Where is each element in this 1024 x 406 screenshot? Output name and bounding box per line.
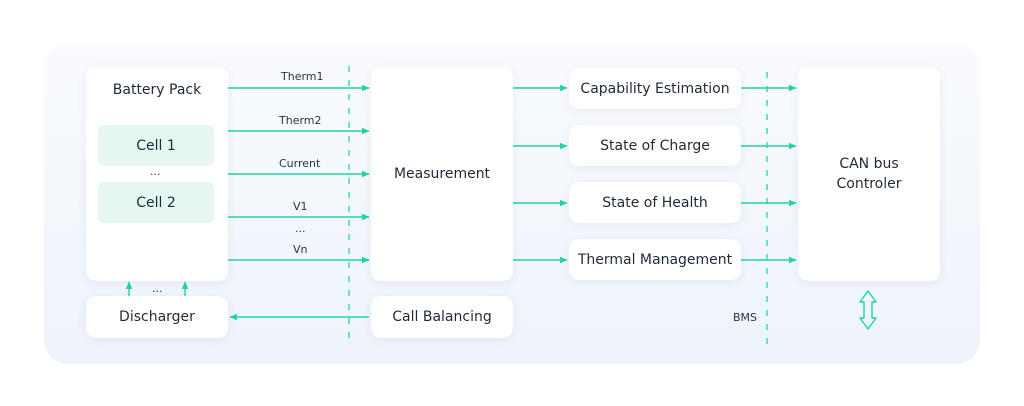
discharger-label: Discharger xyxy=(119,309,195,325)
signal-label-therm1: Therm1 xyxy=(281,70,324,83)
signal-label-ellipsis: ... xyxy=(295,222,306,235)
cells-ellipsis: ... xyxy=(150,165,161,178)
state-of-health-label: State of Health xyxy=(602,194,708,211)
cell-2-label: Cell 2 xyxy=(136,194,176,211)
call-balancing-label: Call Balancing xyxy=(392,309,492,325)
battery-pack-box: Battery Pack xyxy=(86,67,228,281)
signal-label-therm2: Therm2 xyxy=(279,114,322,127)
can-bus-controller-box: CAN bus Controler xyxy=(798,67,940,281)
capability-estimation-label: Capability Estimation xyxy=(580,80,730,97)
signal-label-v1: V1 xyxy=(293,200,308,213)
bms-label: BMS xyxy=(733,311,758,324)
discharger-box: Discharger xyxy=(86,296,228,338)
signal-label-vn: Vn xyxy=(293,243,308,256)
call-balancing-box: Call Balancing xyxy=(371,296,513,338)
can-bus-controller-label: CAN bus Controler xyxy=(836,156,902,192)
capability-estimation-box: Capability Estimation xyxy=(569,68,741,109)
measurement-box: Measurement xyxy=(371,67,513,281)
discharger-ellipsis: ... xyxy=(152,282,163,295)
signal-label-current: Current xyxy=(279,157,321,170)
thermal-management-label: Thermal Management xyxy=(577,251,733,268)
state-of-health-box: State of Health xyxy=(569,182,741,223)
state-of-charge-box: State of Charge xyxy=(569,125,741,166)
cell-1: Cell 1 xyxy=(98,125,214,166)
state-of-charge-label: State of Charge xyxy=(600,137,710,154)
cell-1-label: Cell 1 xyxy=(136,137,176,154)
bidirectional-arrow-icon xyxy=(859,290,877,330)
cell-2: Cell 2 xyxy=(98,182,214,223)
measurement-label: Measurement xyxy=(393,166,491,182)
battery-pack-title: Battery Pack xyxy=(112,82,202,98)
thermal-management-box: Thermal Management xyxy=(569,239,741,280)
